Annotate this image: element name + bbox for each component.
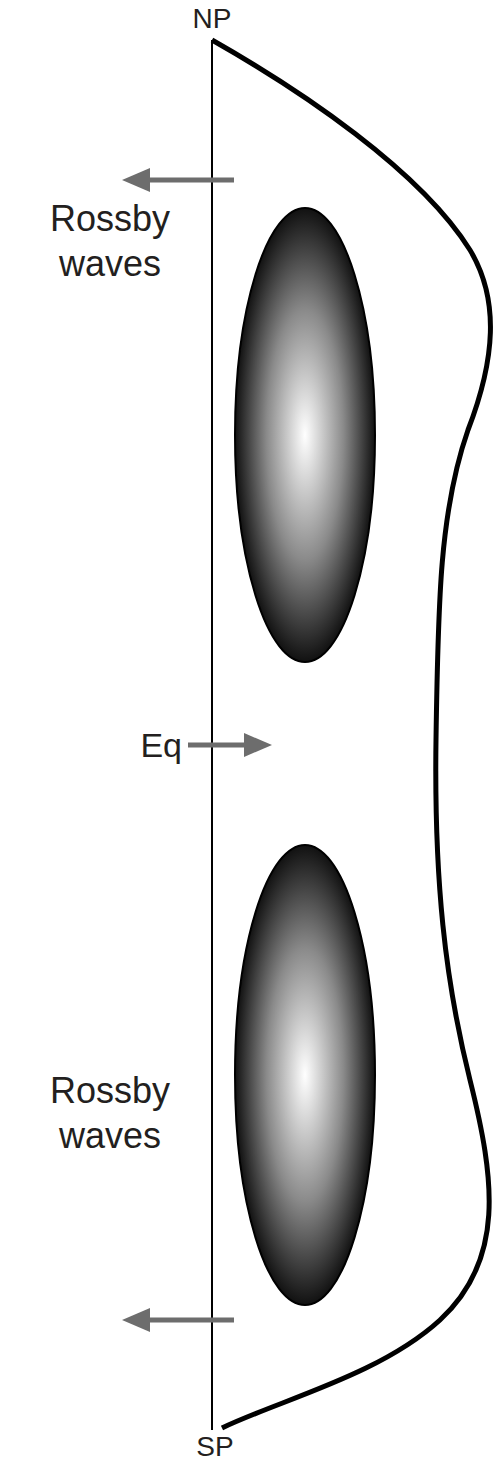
equator-label: Eq [82,726,182,764]
axis-line [211,40,213,1430]
arrow-line [148,178,234,183]
pole-label: SP [165,1432,265,1462]
cell-ellipse [235,208,375,662]
arrow-head [122,1308,150,1332]
arrow-head [122,168,150,192]
arrow-head [244,733,272,757]
arrow-line [148,1318,234,1323]
wave-label: Rossby waves [20,1068,200,1158]
hemisphere-outline [212,40,490,1428]
wave-label: Rossby waves [20,196,200,286]
cell-ellipse [235,845,375,1305]
pole-label: NP [162,4,262,34]
arrow-line [188,743,248,748]
